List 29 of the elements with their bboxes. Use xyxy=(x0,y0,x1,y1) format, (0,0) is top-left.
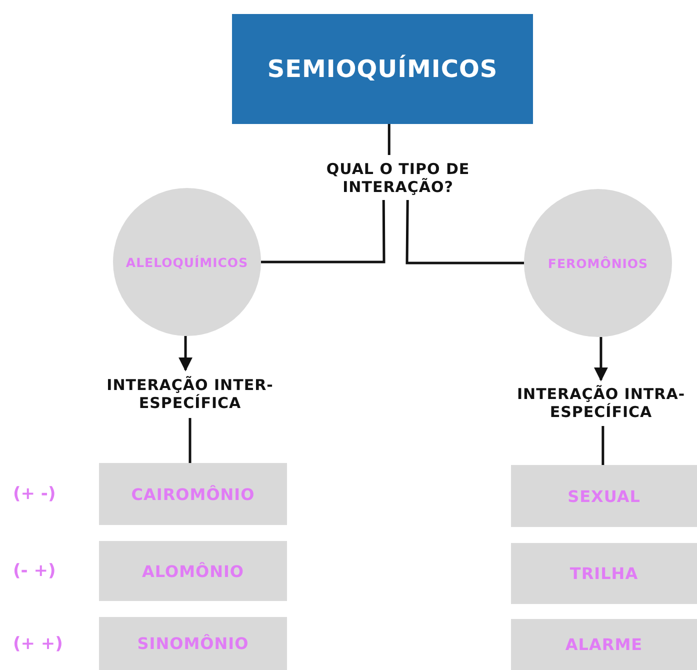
connector-line xyxy=(602,426,604,465)
interaction-label: INTERAÇÃO INTRA-ESPECÍFICA xyxy=(516,385,686,421)
type-box xyxy=(511,465,697,527)
arrow xyxy=(594,337,608,382)
type-box xyxy=(511,543,697,604)
type-label: ALARME xyxy=(565,635,643,654)
type-box xyxy=(511,619,697,670)
type-box xyxy=(99,463,287,525)
type-label: CAIROMÔNIO xyxy=(131,484,255,504)
title-box xyxy=(232,14,533,124)
interaction-sign: (+ +) xyxy=(13,634,63,654)
category-label: FEROMÔNIOS xyxy=(548,256,648,270)
type-box xyxy=(99,617,287,670)
connector-line xyxy=(388,124,390,155)
type-label: TRILHA xyxy=(570,564,638,583)
connector-line xyxy=(406,200,524,264)
title-text: SEMIOQUÍMICOS xyxy=(267,55,498,83)
category-label: ALELOQUÍMICOS xyxy=(126,254,248,270)
type-label: ALOMÔNIO xyxy=(142,562,244,580)
interaction-sign: (- +) xyxy=(13,561,56,581)
type-box xyxy=(99,541,287,601)
connector-line xyxy=(261,200,386,264)
interaction-sign: (+ -) xyxy=(13,484,56,504)
connector-line xyxy=(188,418,192,463)
question-text: QUAL O TIPO DE INTERAÇÃO? xyxy=(325,160,471,196)
type-label: SINOMÔNIO xyxy=(137,634,249,653)
arrow xyxy=(178,336,193,372)
interaction-label: INTERAÇÃO INTER-ESPECÍFICA xyxy=(106,376,274,412)
type-label: SEXUAL xyxy=(568,486,640,506)
